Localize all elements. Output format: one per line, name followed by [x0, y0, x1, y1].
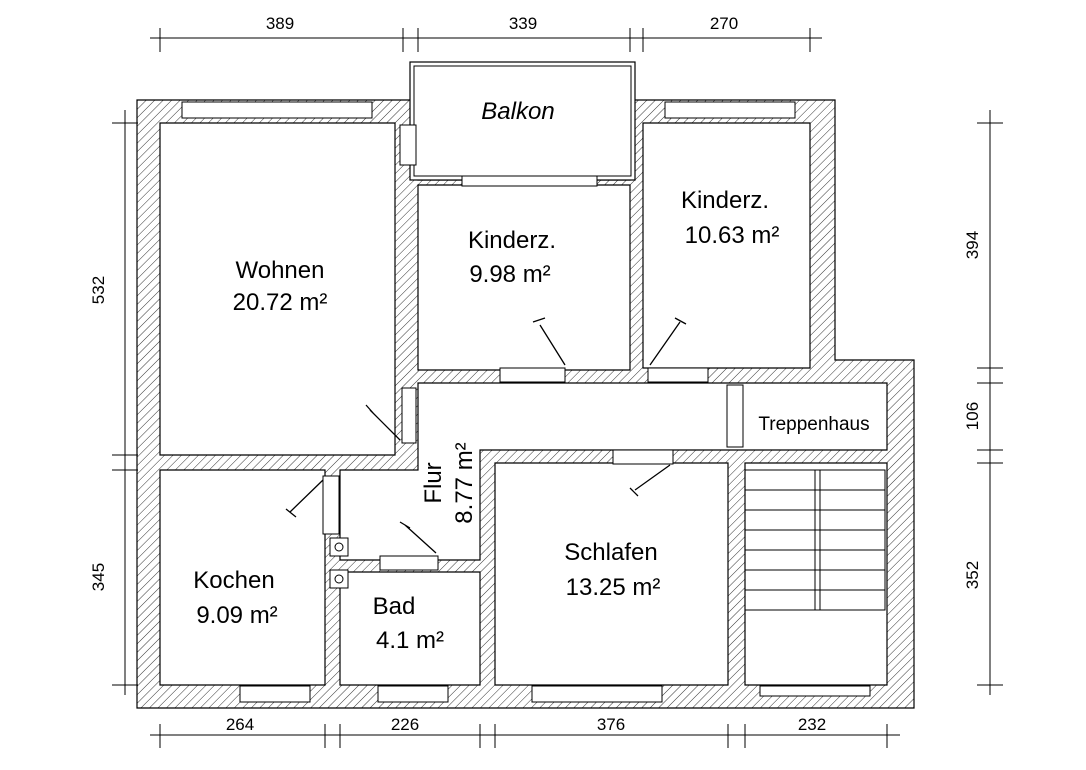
room-name-treppenhaus: Treppenhaus [758, 414, 869, 435]
dim-bottom-2: 226 [391, 715, 419, 734]
dim-right-1: 394 [963, 231, 982, 259]
room-name-bad: Bad [373, 593, 416, 620]
dim-bottom-3: 376 [597, 715, 625, 734]
room-name-kinderz-2: Kinderz. [681, 187, 769, 214]
room-name-flur: Flur [420, 462, 447, 503]
windows [181, 101, 871, 703]
dim-right-2: 106 [963, 402, 982, 430]
room-name-wohnen: Wohnen [236, 257, 325, 284]
room-name-kinderz-1: Kinderz. [468, 227, 556, 254]
dim-bottom-4: 232 [798, 715, 826, 734]
dimension-lines [112, 28, 1003, 748]
room-area-schlafen: 13.25 m² [566, 574, 661, 601]
dim-bottom-1: 264 [226, 715, 254, 734]
room-area-kinderz-2: 10.63 m² [685, 222, 780, 249]
dim-right-3: 352 [963, 561, 982, 589]
room-area-wohnen: 20.72 m² [233, 289, 328, 316]
room-name-kochen: Kochen [193, 567, 274, 594]
dim-top-1: 389 [266, 14, 294, 33]
room-area-kochen: 9.09 m² [196, 602, 277, 629]
dim-left-1: 532 [89, 276, 108, 304]
stairs [744, 469, 886, 611]
room-name-balkon: Balkon [481, 98, 554, 125]
room-name-schlafen: Schlafen [564, 539, 657, 566]
room-area-kinderz-1: 9.98 m² [469, 261, 550, 288]
doors [285, 124, 744, 571]
fixtures [329, 537, 349, 589]
dim-top-3: 270 [710, 14, 738, 33]
room-area-bad: 4.1 m² [376, 627, 444, 654]
dim-left-2: 345 [89, 563, 108, 591]
balcony [409, 61, 636, 181]
dim-top-2: 339 [509, 14, 537, 33]
room-area-flur: 8.77 m² [451, 442, 478, 523]
